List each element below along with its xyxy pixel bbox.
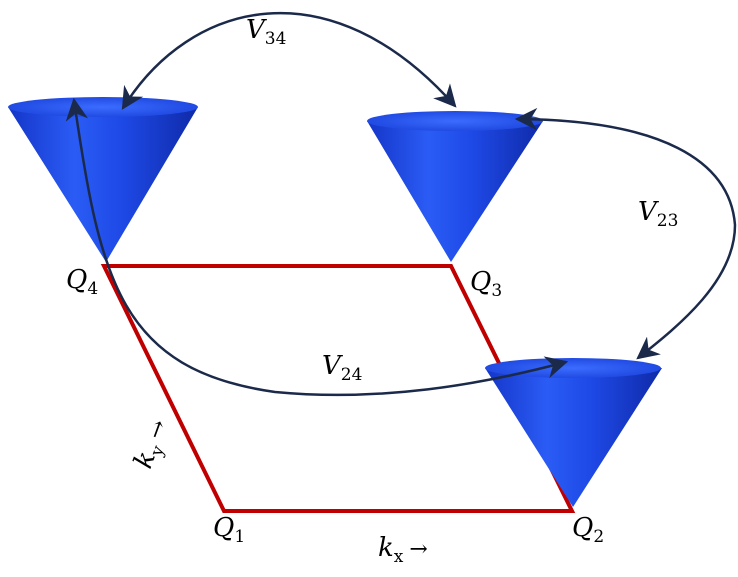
cone-q2 — [485, 358, 662, 507]
arrow-v23 — [514, 107, 737, 360]
arrow-v34 — [121, 11, 457, 110]
label-v34: V34 — [246, 15, 286, 49]
cone-q3 — [367, 111, 543, 262]
label-v24: V24 — [322, 351, 362, 385]
label-q2: Q2 — [572, 513, 604, 547]
arrow-v24 — [65, 97, 569, 397]
label-q4: Q4 — [66, 265, 98, 299]
label-kx: kx→ — [378, 533, 428, 567]
label-ky: ky→ — [128, 415, 177, 473]
cone-q4 — [8, 97, 198, 262]
label-v23: V23 — [638, 197, 678, 231]
label-q3: Q3 — [470, 267, 502, 301]
label-q1: Q1 — [213, 513, 245, 547]
